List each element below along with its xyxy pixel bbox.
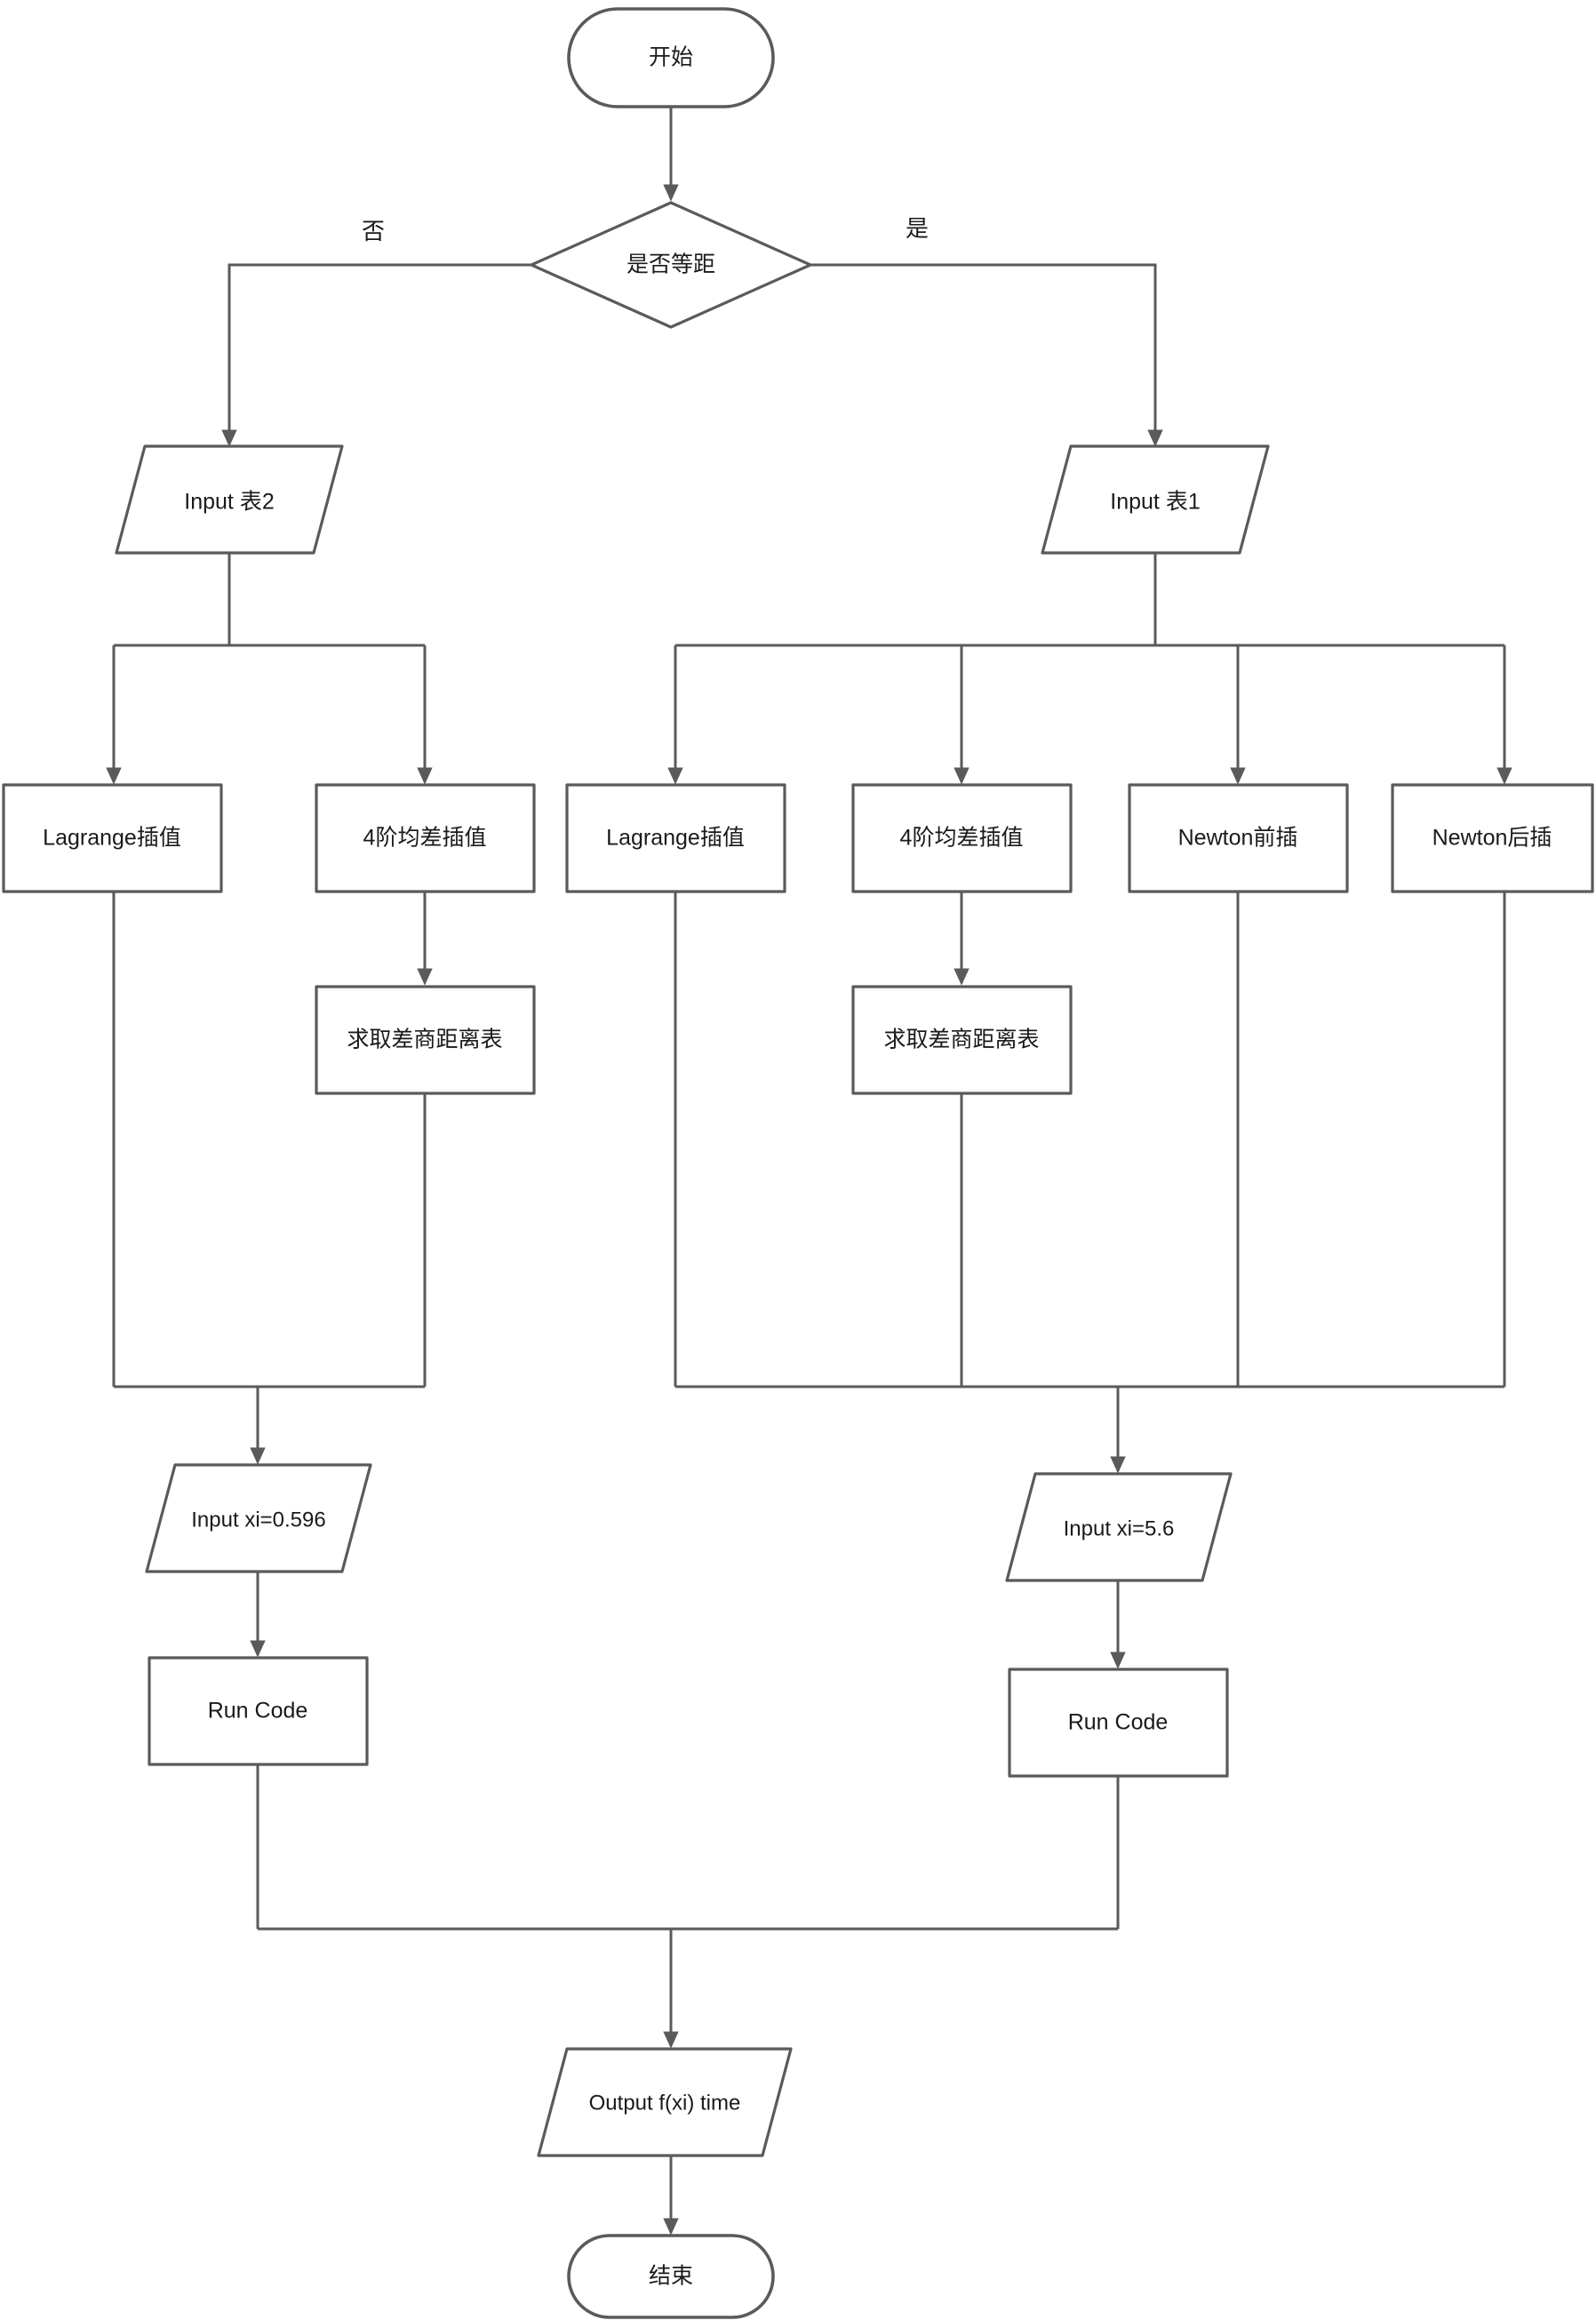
- node-output[interactable]: Output f(xi) time: [537, 2047, 793, 2157]
- node-run-code-right[interactable]: Run Code: [1008, 1668, 1229, 1778]
- node-end-label: 结束: [649, 2264, 693, 2289]
- node-end[interactable]: 结束: [567, 2234, 775, 2319]
- node-newton-backward-label: Newton后插: [1432, 826, 1552, 851]
- node-right-difftable-label: 求取差商距离表: [883, 1028, 1039, 1052]
- node-decision-label: 是否等距: [626, 252, 715, 277]
- node-run-code-left[interactable]: Run Code: [148, 1656, 369, 1766]
- edge-label-no: 否: [362, 218, 385, 244]
- edge-label-yes: 是: [906, 215, 929, 242]
- node-run-code-right-label: Run Code: [1068, 1710, 1169, 1735]
- edge-decision-no: [221, 263, 531, 447]
- node-right-lagrange[interactable]: Lagrange插值: [565, 783, 786, 893]
- node-right-order4-label: 4阶均差插值: [900, 826, 1024, 851]
- node-input-xi-right-label: Input xi=5.6: [1064, 1516, 1175, 1540]
- node-run-code-left-label: Run Code: [208, 1699, 308, 1724]
- node-left-lagrange[interactable]: Lagrange插值: [2, 783, 223, 893]
- node-newton-forward[interactable]: Newton前插: [1128, 783, 1349, 893]
- node-input-table2[interactable]: Input 表2: [115, 444, 344, 555]
- node-input-xi-left[interactable]: Input xi=0.596: [145, 1463, 372, 1573]
- node-start[interactable]: 开始: [567, 7, 775, 108]
- node-start-label: 开始: [649, 45, 693, 70]
- node-output-label: Output f(xi) time: [589, 2091, 741, 2115]
- node-input-table1[interactable]: Input 表1: [1041, 444, 1270, 555]
- node-left-lagrange-label: Lagrange插值: [43, 826, 181, 851]
- node-input-table2-label: Input 表2: [184, 490, 274, 515]
- node-right-order4[interactable]: 4阶均差插值: [851, 783, 1073, 893]
- node-input-table1-label: Input 表1: [1110, 490, 1200, 515]
- node-decision-equidistant[interactable]: 是否等距: [530, 201, 812, 329]
- node-left-difftable[interactable]: 求取差商距离表: [315, 985, 536, 1095]
- node-input-xi-left-label: Input xi=0.596: [191, 1508, 325, 1532]
- node-right-difftable[interactable]: 求取差商距离表: [851, 985, 1073, 1095]
- node-left-order4[interactable]: 4阶均差插值: [315, 783, 536, 893]
- node-newton-backward[interactable]: Newton后插: [1391, 783, 1594, 893]
- edge-decision-yes: [810, 263, 1163, 447]
- node-left-difftable-label: 求取差商距离表: [347, 1028, 502, 1052]
- node-left-order4-label: 4阶均差插值: [363, 826, 487, 851]
- node-input-xi-right[interactable]: Input xi=5.6: [1005, 1472, 1233, 1582]
- node-right-lagrange-label: Lagrange插值: [606, 826, 745, 851]
- node-newton-forward-label: Newton前插: [1178, 826, 1298, 851]
